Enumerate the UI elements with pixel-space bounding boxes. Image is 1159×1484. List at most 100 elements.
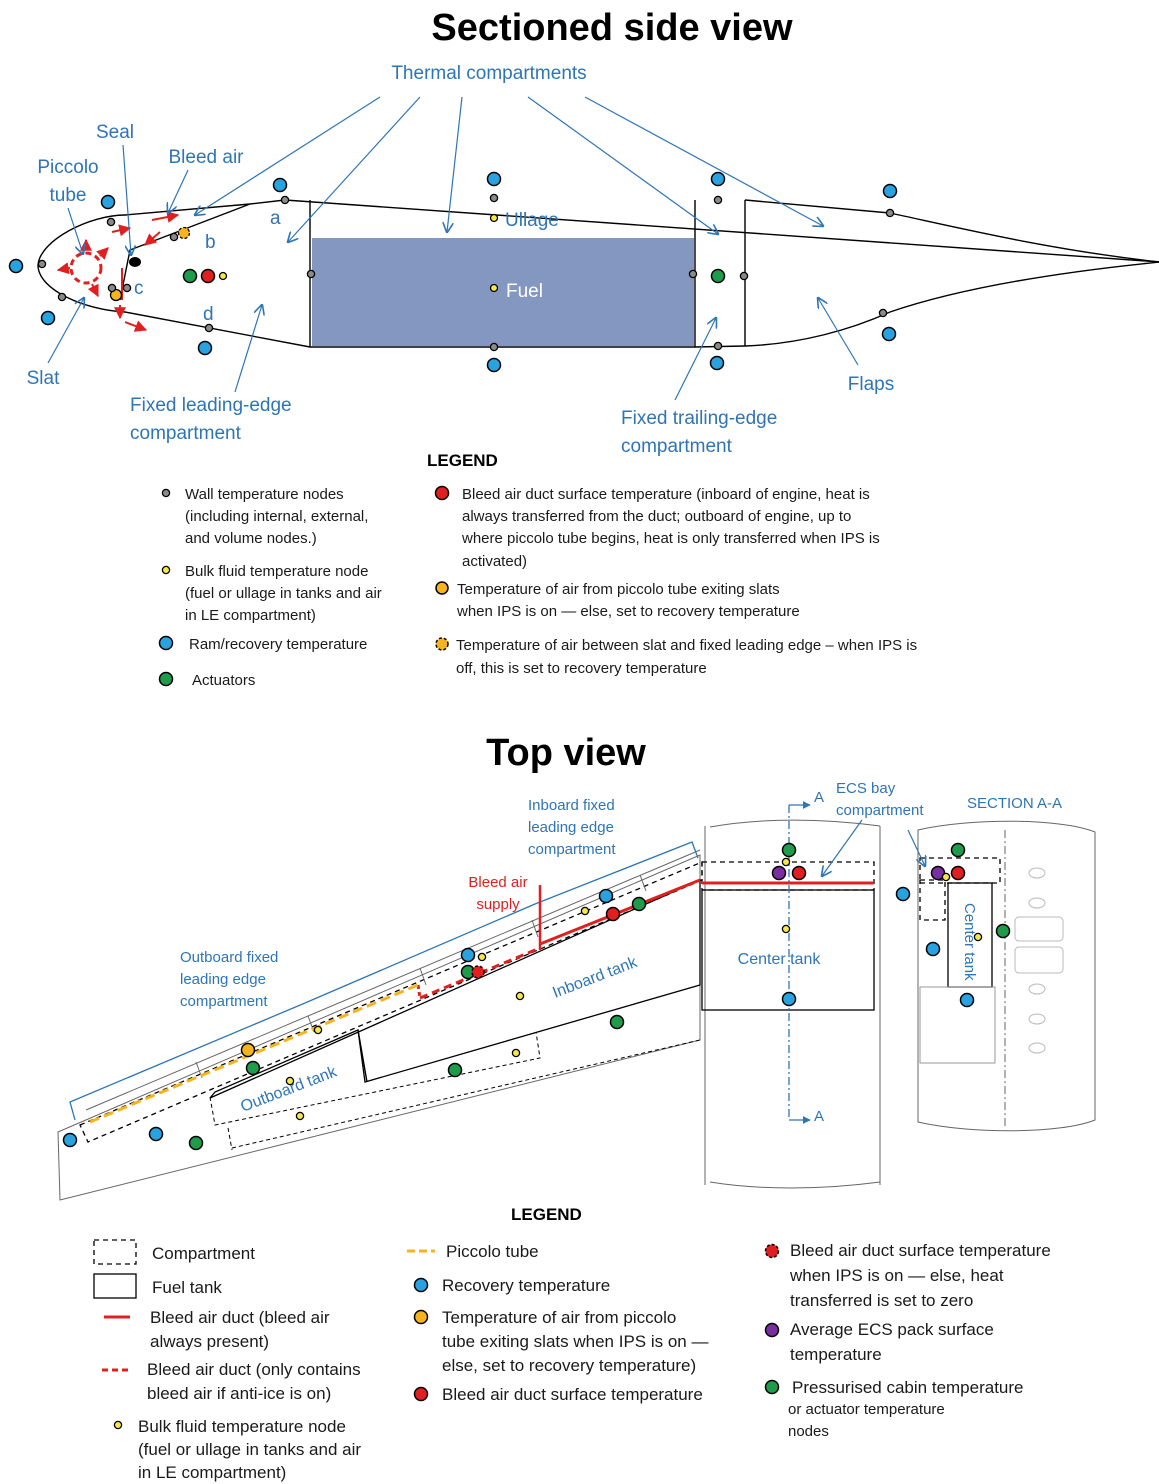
node-c-label: c [134,278,144,299]
bulk-node [781,857,791,867]
legend-piccolo-text-2: when IPS is on — else, set to recovery t… [456,603,800,620]
wall-node [122,283,132,293]
legend-bulk-icon [113,1420,123,1430]
recovery-node [197,340,213,356]
fixed-te-label-1: Fixed trailing-edge [621,408,777,429]
recovery-node [8,258,24,274]
top-view-title: Top view [486,732,646,774]
wall-node [280,195,290,205]
bleed-duct-node [605,906,621,922]
side-view-callouts [47,96,859,401]
wall-node [739,271,749,281]
node-d-label: d [203,304,214,325]
legend-duct-surface-text: Bleed air duct surface temperature [442,1385,703,1404]
actuator-node [182,268,198,284]
bulk-node [580,906,590,916]
piccolo-air-node [240,1042,256,1058]
wall-node [489,342,499,352]
node-a-label: a [270,208,281,229]
bulk-node [973,932,983,942]
legend-bulk-text-1: Bulk fluid temperature node [185,563,368,580]
legend-ecs-icon [764,1322,780,1338]
cabin-node [950,842,966,858]
recovery-node [598,888,614,904]
side-legend-title: LEGEND [427,451,498,470]
recovery-node [925,941,941,957]
section-a-a [917,820,1096,1132]
top-view-labels: Inboard fixed leading edge compartment O… [180,780,1062,1125]
legend-piccolo-air-text-2: tube exiting slats when IPS is on — [442,1332,708,1351]
legend-wall-text-1: Wall temperature nodes [185,486,344,503]
legend-duct-anti-ice-text-1: Bleed air duct (only contains [147,1360,361,1379]
legend-slat-text-1: Temperature of air between slat and fixe… [456,637,917,654]
recovery-node [148,1126,164,1142]
outboard-fixed-label-1: Outboard fixed [180,949,278,966]
actuator-node [631,896,647,912]
side-view-nodes [8,171,898,373]
legend-slat-air-icon [435,637,449,651]
legend-ram-icon [158,635,174,651]
wall-node [688,269,698,279]
bleed-duct-node [200,268,216,284]
legend-bleed-text-4: activated) [462,553,527,570]
wall-node [107,283,117,293]
fixed-te-label-2: compartment [621,436,733,457]
legend-bleed-text-1: Bleed air duct surface temperature (inbo… [462,486,870,503]
bulk-node [285,1076,295,1086]
legend-piccolo-text: Piccolo tube [446,1242,539,1261]
wall-node [878,308,888,318]
legend-duct-anti-ice-text-2: bleed air if anti-ice is on) [147,1384,331,1403]
top-view-nodes [62,842,1011,1151]
legend-recovery-icon [413,1277,429,1293]
wall-node [713,341,723,351]
bleed-supply-label-1: Bleed air [468,874,527,891]
legend-piccolo-air-icon [435,581,449,595]
wall-node [37,259,47,269]
wall-node [489,193,499,203]
actuator-node [609,1014,625,1030]
seal-node [129,257,141,267]
slat-air-node [177,226,191,240]
legend-piccolo-air-text-3: else, set to recovery temperature) [442,1356,696,1375]
legend-bleed-text-2: always transferred from the duct; outboa… [462,508,851,525]
wall-node [713,195,723,205]
legend-slat-text-2: off, this is set to recovery temperature [456,660,707,677]
actuator-node [245,1060,261,1076]
ecs-label-1: ECS bay [836,780,896,797]
legend-piccolo-text-1: Temperature of air from piccolo tube exi… [457,581,780,598]
piccolo-label-1: Piccolo [37,157,98,178]
legend-duct-ips-text-1: Bleed air duct surface temperature [790,1241,1051,1260]
recovery-node [709,355,725,371]
bulk-node [477,952,487,962]
recovery-node [881,326,897,342]
bleed-duct-node [791,865,807,881]
wall-node [885,208,895,218]
outboard-fixed-label-3: compartment [180,993,268,1010]
legend-cabin-icon [764,1379,780,1395]
slat-label: Slat [27,368,60,389]
legend-duct-ips-text-2: when IPS is on — else, heat [789,1266,1004,1285]
recovery-node [62,1132,78,1148]
ecs-label-2: compartment [836,802,924,819]
thermal-compartments-label: Thermal compartments [391,63,586,84]
top-view-legend: LEGEND Compartment Fuel tank Bleed air d… [93,1205,1051,1482]
legend-fuel-tank-icon [93,1273,137,1299]
bleed-air-label: Bleed air [169,147,245,168]
flaps-label: Flaps [848,374,894,395]
legend-recovery-text: Recovery temperature [442,1276,610,1295]
legend-cabin-text-2: or actuator temperature [788,1401,945,1418]
legend-piccolo-air-text-1: Temperature of air from piccolo [442,1308,676,1327]
wall-node [106,217,116,227]
ecs-pack-node [930,865,946,881]
recovery-node [486,171,502,187]
bulk-node [781,924,791,934]
legend-ecs-text-1: Average ECS pack surface [790,1320,994,1339]
bulk-node [511,1048,521,1058]
top-legend-title: LEGEND [511,1205,582,1224]
bleed-supply-label-2: supply [476,896,520,913]
legend-bulk-text-3: in LE compartment) [138,1463,286,1482]
legend-bulk-text-3: in LE compartment) [185,607,316,624]
piccolo-label-2: tube [50,185,87,206]
recovery-node [100,194,116,210]
legend-bulk-node-icon [161,565,171,575]
